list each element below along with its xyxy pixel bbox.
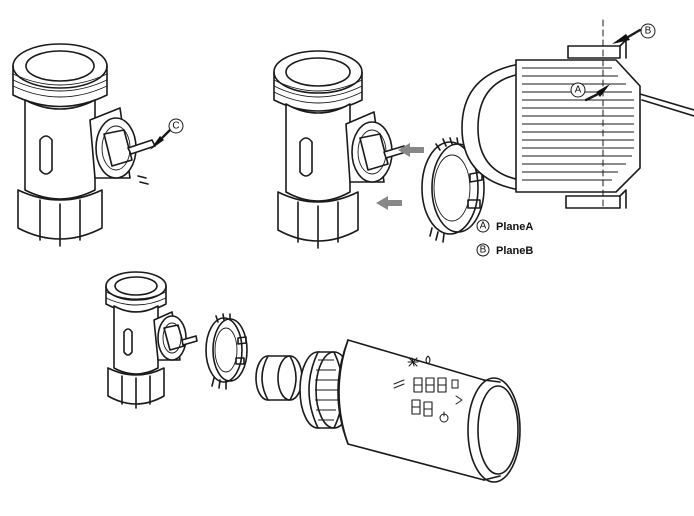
legend-b-letter: B <box>480 245 487 256</box>
thermostat-display <box>393 355 463 423</box>
panel-valve-pin: C <box>12 43 184 247</box>
legend: A PlaneA B PlaneB <box>476 219 533 257</box>
callout-a-label: A <box>575 85 582 96</box>
callout-c-label: C <box>172 121 179 132</box>
callout-b-label: B <box>645 26 652 37</box>
panel-adapter-ring <box>273 50 485 249</box>
panel-closeup: B A <box>461 19 694 209</box>
legend-a-letter: A <box>480 221 487 232</box>
legend-b-label: PlaneB <box>496 245 533 257</box>
legend-item-b: B PlaneB <box>476 243 533 257</box>
legend-a-label: PlaneA <box>496 221 533 233</box>
panel-exploded-assembly <box>105 271 521 483</box>
legend-item-a: A PlaneA <box>476 219 533 233</box>
